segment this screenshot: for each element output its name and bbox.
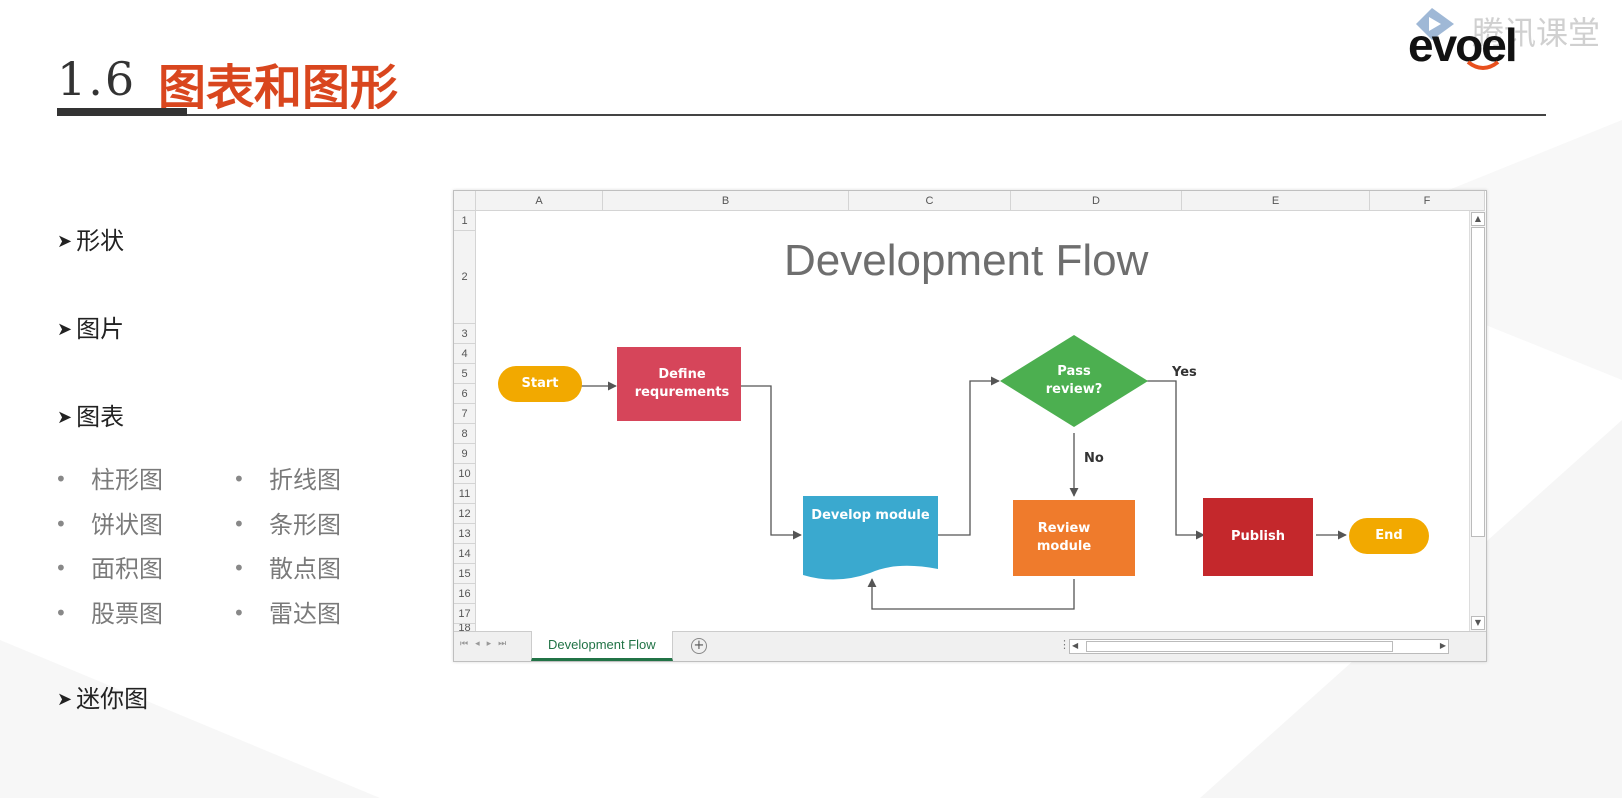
horizontal-scroll-thumb[interactable] [1086, 641, 1393, 652]
end-node-label: End [1375, 528, 1403, 543]
scroll-down-button[interactable]: ▼ [1471, 616, 1485, 630]
flow-title: Development Flow [784, 236, 1149, 285]
row-header[interactable]: 7 [454, 404, 476, 424]
row-header[interactable]: 9 [454, 444, 476, 464]
arrow-bullet-icon: ➤ [57, 231, 73, 252]
brand-logo: evoel [1408, 19, 1518, 71]
arrow-bullet-icon: ➤ [57, 407, 73, 428]
horizontal-scrollbar[interactable]: ◀ ▶ [1069, 639, 1449, 654]
flow-connectors [498, 335, 1429, 610]
chart-type-scatter: •散点图 [233, 555, 341, 583]
chart-type-area: •面积图 [55, 555, 163, 583]
row-header[interactable]: 14 [454, 544, 476, 564]
arrow-bullet-icon: ➤ [57, 689, 73, 710]
select-all-corner[interactable] [454, 191, 476, 211]
list-item-label: 图表 [76, 403, 125, 431]
chart-type-pie: •饼状图 [55, 511, 163, 539]
row-header[interactable]: 1 [454, 211, 476, 231]
chart-type-column: •柱形图 [55, 466, 163, 494]
review-node [1013, 500, 1135, 576]
chart-type-radar: •雷达图 [233, 600, 341, 628]
watermark-text: 腾讯课堂 [1472, 14, 1601, 52]
develop-node-label: Develop module [811, 508, 930, 523]
vertical-scroll-thumb[interactable] [1471, 227, 1485, 537]
excel-window: A B C D E F 1 2 3 4 5 6 7 8 9 10 11 12 1… [453, 190, 1487, 662]
sheet-tab-bar: ⏮◂▸⏭ Development Flow + ⋮ ◀ ▶ [454, 631, 1486, 661]
sheet-nav-arrows-icon[interactable]: ⏮◂▸⏭ [460, 639, 514, 649]
chart-type-stock: •股票图 [55, 600, 163, 628]
decision-node-label: Pass review? [1045, 364, 1103, 397]
column-header-c[interactable]: C [849, 191, 1011, 211]
list-item-shapes: ➤形状 [57, 221, 124, 256]
review-node-label: Review module [1036, 521, 1092, 554]
row-header[interactable]: 11 [454, 484, 476, 504]
title-divider [57, 114, 1546, 116]
chart-type-line: •折线图 [233, 466, 341, 494]
start-node-label: Start [521, 376, 559, 391]
arrow-bullet-icon: ➤ [57, 319, 73, 340]
start-node [498, 366, 582, 402]
publish-node [1203, 498, 1313, 576]
row-header[interactable]: 2 [454, 231, 476, 324]
row-header[interactable]: 5 [454, 364, 476, 384]
row-header[interactable]: 12 [454, 504, 476, 524]
row-header[interactable]: 4 [454, 344, 476, 364]
list-item-label: 图片 [76, 315, 125, 343]
play-icon [1416, 8, 1454, 40]
decision-node [1000, 335, 1148, 427]
row-header[interactable]: 17 [454, 604, 476, 624]
row-header[interactable]: 6 [454, 384, 476, 404]
scroll-up-button[interactable]: ▲ [1471, 212, 1485, 226]
tab-split-handle[interactable]: ⋮ [1059, 638, 1070, 651]
list-item-label: 迷你图 [76, 685, 149, 713]
column-header-a[interactable]: A [476, 191, 603, 211]
row-header[interactable]: 13 [454, 524, 476, 544]
vertical-scrollbar[interactable]: ▲ ▼ [1469, 211, 1486, 631]
row-header[interactable]: 10 [454, 464, 476, 484]
sheet-tab-development-flow[interactable]: Development Flow [531, 631, 673, 661]
publish-node-label: Publish [1231, 529, 1285, 544]
column-header-e[interactable]: E [1182, 191, 1370, 211]
row-header[interactable]: 8 [454, 424, 476, 444]
column-header-d[interactable]: D [1011, 191, 1182, 211]
column-header-b[interactable]: B [603, 191, 849, 211]
no-edge-label: No [1084, 451, 1104, 466]
list-item-charts: ➤图表 [57, 397, 124, 432]
yes-edge-label: Yes [1172, 365, 1197, 380]
list-item-label: 形状 [76, 227, 125, 255]
list-item-sparklines: ➤迷你图 [57, 679, 148, 714]
develop-node [803, 496, 938, 580]
scroll-right-icon[interactable]: ▶ [1439, 641, 1446, 650]
list-item-pictures: ➤图片 [57, 309, 124, 344]
chart-type-bar: •条形图 [233, 511, 341, 539]
row-header[interactable]: 3 [454, 324, 476, 344]
scroll-left-icon[interactable]: ◀ [1072, 641, 1079, 650]
title-accent-bar [57, 108, 187, 116]
row-header[interactable]: 15 [454, 564, 476, 584]
slide-title: 图表和图形 [158, 60, 399, 116]
slide-number: 1.6 [57, 52, 137, 106]
add-sheet-button[interactable]: + [691, 638, 707, 654]
row-header[interactable]: 16 [454, 584, 476, 604]
define-node [617, 347, 741, 421]
end-node [1349, 518, 1429, 554]
column-header-f[interactable]: F [1370, 191, 1485, 211]
define-node-label: Define requrements [634, 367, 730, 400]
